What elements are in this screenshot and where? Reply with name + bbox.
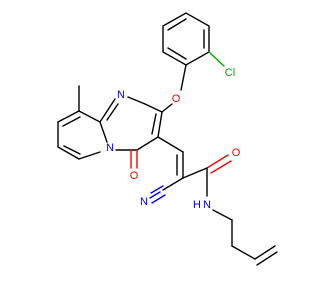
bond-double-inner: [256, 251, 278, 266]
bond: [150, 185, 164, 194]
bond: [149, 191, 161, 199]
bond: [57, 146, 80, 160]
bond-double-inner: [106, 103, 119, 121]
bond: [144, 103, 163, 113]
chlorine-label: Cl: [225, 67, 235, 79]
bond: [231, 245, 256, 260]
carbonyl-oxygen-label: O: [130, 170, 139, 182]
bond: [136, 136, 159, 151]
bond: [206, 154, 229, 169]
ether-oxygen-label: O: [172, 93, 181, 105]
bond-double-inner: [62, 116, 81, 127]
bond: [57, 110, 80, 123]
bond: [210, 160, 232, 174]
ring-nitrogen-fused-label: N: [106, 142, 114, 154]
bond-double-inner: [167, 47, 187, 60]
ring-nitrogen-top-label: N: [117, 89, 125, 101]
bond: [157, 136, 184, 153]
bond: [78, 151, 101, 160]
molecule-canvas: Cl O N N O O N N H: [57, 12, 278, 266]
bond: [127, 96, 146, 105]
bond: [151, 194, 166, 204]
bond: [254, 245, 276, 260]
bond: [99, 121, 108, 143]
bond: [78, 110, 101, 123]
bond: [99, 98, 116, 123]
bond: [180, 64, 187, 91]
bond: [212, 209, 233, 221]
bond: [162, 12, 210, 66]
amide-nitrogen-label: N: [203, 199, 211, 211]
amide-hydrogen-label: H: [193, 199, 201, 211]
nitrile-nitrogen-label: N: [140, 196, 148, 208]
bonds: [57, 12, 278, 266]
bond-double-inner: [151, 113, 157, 135]
amide-oxygen-label: O: [232, 147, 241, 159]
bond-double-inner: [63, 145, 81, 155]
bond: [162, 177, 184, 191]
bond: [157, 111, 163, 138]
bond: [182, 167, 208, 179]
bond-double-inner: [167, 18, 187, 31]
structure-diagram: Cl O N N O O N N H: [57, 12, 278, 266]
bond: [208, 51, 225, 67]
bond: [161, 103, 173, 113]
